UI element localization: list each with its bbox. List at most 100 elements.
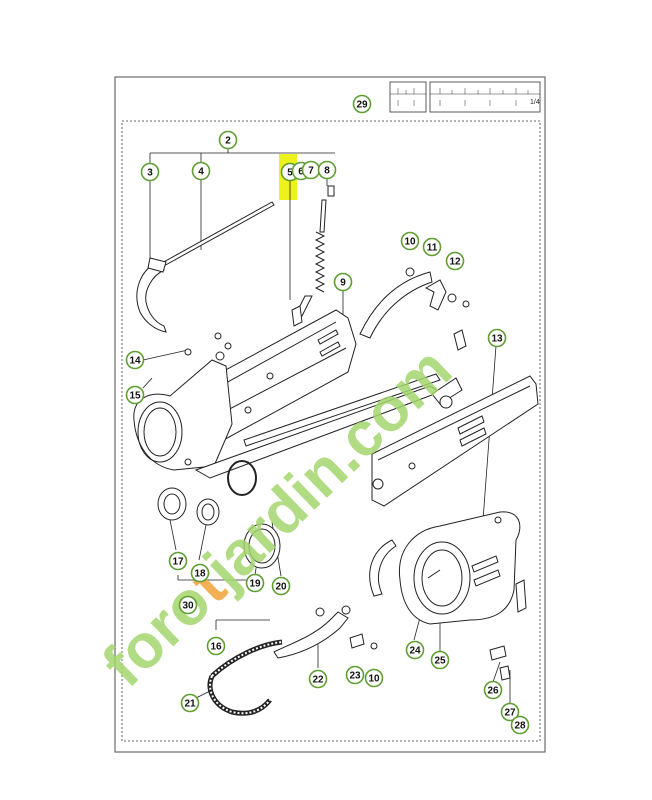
callout-label: 14 [129, 356, 141, 367]
callout-label: 9 [340, 278, 346, 289]
callout-label: 15 [129, 391, 141, 402]
right-housing [398, 511, 521, 625]
parts-drawing [133, 185, 539, 681]
callout-label: 16 [210, 642, 222, 653]
callout-ring [308, 669, 328, 689]
callout-ring [405, 640, 425, 660]
callout-ring [190, 563, 210, 583]
callout-c7: 7 [301, 160, 321, 180]
callout-label: 18 [194, 569, 206, 580]
callout-label: 13 [491, 334, 503, 345]
callout-c26: 26 [483, 680, 503, 700]
callout-c18: 18 [190, 563, 210, 583]
callout-label: 26 [487, 686, 499, 697]
callout-ring [483, 680, 503, 700]
callout-c28: 28 [510, 715, 530, 735]
callout-label: 11 [427, 243, 438, 254]
curved-arm [369, 539, 397, 597]
callout-ring [125, 385, 145, 405]
latch-part-11 [424, 279, 447, 311]
callout-label: 21 [184, 699, 196, 710]
callout-label: 3 [147, 168, 153, 179]
curved-shield-part-9 [359, 271, 433, 339]
callout-c16: 16 [206, 636, 226, 656]
callout-ring [400, 231, 420, 251]
callout-c22: 22 [308, 669, 328, 689]
belt-part-21 [207, 639, 283, 716]
oring-top [227, 460, 257, 496]
callout-c30: 30 [178, 595, 198, 615]
callout-label: 29 [356, 100, 368, 111]
callout-ring [168, 551, 188, 571]
callout-c3: 3 [140, 162, 160, 182]
callout-ring [140, 162, 160, 182]
callout-ring [271, 576, 291, 596]
callout-ring [500, 702, 520, 722]
ruler-right [429, 81, 541, 113]
callout-label: 6 [298, 167, 304, 178]
callout-ring [487, 328, 507, 348]
callout-label: 19 [249, 579, 261, 590]
callout-c11: 11 [422, 237, 442, 257]
callout-label: 8 [324, 166, 330, 177]
callout-ring [510, 715, 530, 735]
rod-part-4 [159, 201, 275, 268]
callout-label: 2 [225, 136, 231, 147]
hook-cable-part-3 [136, 261, 167, 333]
spring [314, 231, 326, 293]
callout-ring [430, 650, 450, 670]
inner-dashed-frame [121, 120, 541, 742]
callout-c17: 17 [168, 551, 188, 571]
callout-c8: 8 [317, 160, 337, 180]
callout-label: 4 [198, 167, 204, 178]
callout-label: 12 [449, 257, 461, 268]
callout-c4: 4 [191, 161, 211, 181]
callout-ring [333, 272, 353, 292]
callout-ring [352, 94, 372, 114]
callout-c24: 24 [405, 640, 425, 660]
callout-label: 28 [514, 721, 526, 732]
callout-c10b: 10 [364, 668, 384, 688]
callout-c27: 27 [500, 702, 520, 722]
callout-ring [180, 693, 200, 713]
callout-ring [422, 237, 442, 257]
callout-ring [364, 668, 384, 688]
spring-rod [319, 199, 327, 233]
callout-label: 25 [434, 656, 446, 667]
callout-ring [125, 350, 145, 370]
screw-part-27 [499, 665, 511, 681]
callout-ring [245, 573, 265, 593]
callout-c20: 20 [271, 576, 291, 596]
callout-label: 27 [504, 708, 516, 719]
callout-ring [445, 251, 465, 271]
lever-part-22 [273, 611, 349, 659]
gear-part-23 [349, 633, 365, 649]
ruler-left [389, 81, 427, 113]
callout-label: 24 [409, 646, 421, 657]
callout-c13: 13 [487, 328, 507, 348]
callout-ring [178, 595, 198, 615]
callout-c14: 14 [125, 350, 145, 370]
callout-label: 10 [368, 674, 380, 685]
callout-ring [317, 160, 337, 180]
scale-rulers: 1/4 [389, 81, 541, 113]
callout-label: 17 [172, 557, 184, 568]
callout-ring [218, 130, 238, 150]
scale-label: 1/4 [530, 99, 540, 106]
callout-c15: 15 [125, 385, 145, 405]
callout-label: 30 [182, 601, 194, 612]
outer-frame [114, 76, 546, 753]
callout-ring [206, 636, 226, 656]
callout-c2: 2 [218, 130, 238, 150]
callout-label: 23 [349, 671, 361, 682]
callout-label: 10 [404, 237, 416, 248]
callout-c21: 21 [180, 693, 200, 713]
callout-label: 22 [312, 675, 324, 686]
callout-c9: 9 [333, 272, 353, 292]
callout-label: 20 [275, 582, 287, 593]
callout-c25: 25 [430, 650, 450, 670]
callout-c12: 12 [445, 251, 465, 271]
callout-ring [191, 161, 211, 181]
